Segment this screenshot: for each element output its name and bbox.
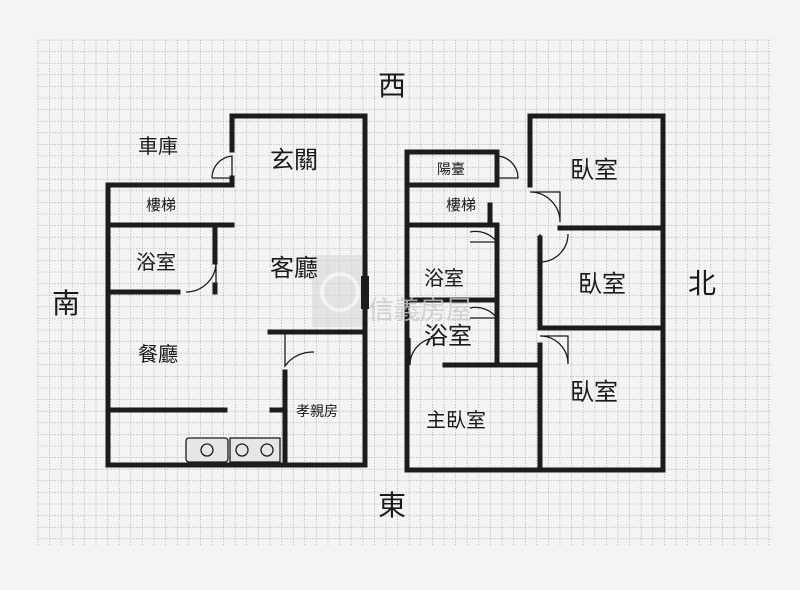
balcony-door [496, 155, 519, 179]
left-stairs-label: 樓梯 [146, 196, 177, 214]
bedroom-3-door [539, 335, 569, 365]
master-bedroom-label: 主臥室 [426, 408, 486, 432]
burner-left-icon [235, 443, 249, 457]
compass-west-label: 西 [378, 69, 407, 102]
right-bathroom-2-label: 浴室 [424, 322, 472, 350]
compass-east-label: 東 [378, 489, 407, 522]
right-stairs-label: 樓梯 [446, 196, 477, 214]
burner-right-icon [260, 443, 274, 457]
elder-room-label: 孝親房 [296, 404, 338, 420]
right-floor-doors [409, 155, 569, 366]
bedroom-2-door [539, 233, 569, 263]
bedroom-3-label: 臥室 [570, 378, 618, 406]
bedroom-1-door [529, 191, 561, 223]
right-floor-walls [404, 113, 666, 473]
sink-drain-icon [200, 443, 214, 457]
bedroom-1-label: 臥室 [570, 156, 618, 184]
compass-north-label: 北 [688, 267, 717, 300]
dining-room-label: 餐廳 [138, 342, 178, 366]
bathroom-2-door [469, 306, 499, 319]
balcony-label: 陽臺 [437, 162, 465, 178]
sink-icon [185, 437, 229, 463]
kitchen-fixtures [185, 437, 281, 463]
entrance-label: 玄關 [270, 146, 318, 174]
watermark-text: 信義房屋 [368, 296, 473, 326]
watermark-logo-ring [320, 272, 360, 312]
living-room-label: 客廳 [270, 254, 318, 282]
garage-label: 車庫 [138, 134, 178, 158]
right-bathroom-1-label: 浴室 [424, 266, 464, 290]
stove-icon [229, 437, 281, 463]
bathroom-door [185, 261, 217, 293]
entrance-door [211, 155, 233, 179]
master-door [409, 337, 438, 366]
left-bathroom-label: 浴室 [136, 250, 176, 274]
left-floor-doors [185, 155, 315, 369]
compass-south-label: 南 [52, 287, 81, 320]
left-floor-walls [105, 113, 369, 468]
bedroom-2-label: 臥室 [578, 270, 626, 298]
right-outer-wall [404, 113, 666, 473]
watermark-logo [312, 255, 368, 327]
elder-room-door [284, 332, 315, 369]
bathroom-1-door [469, 230, 499, 243]
